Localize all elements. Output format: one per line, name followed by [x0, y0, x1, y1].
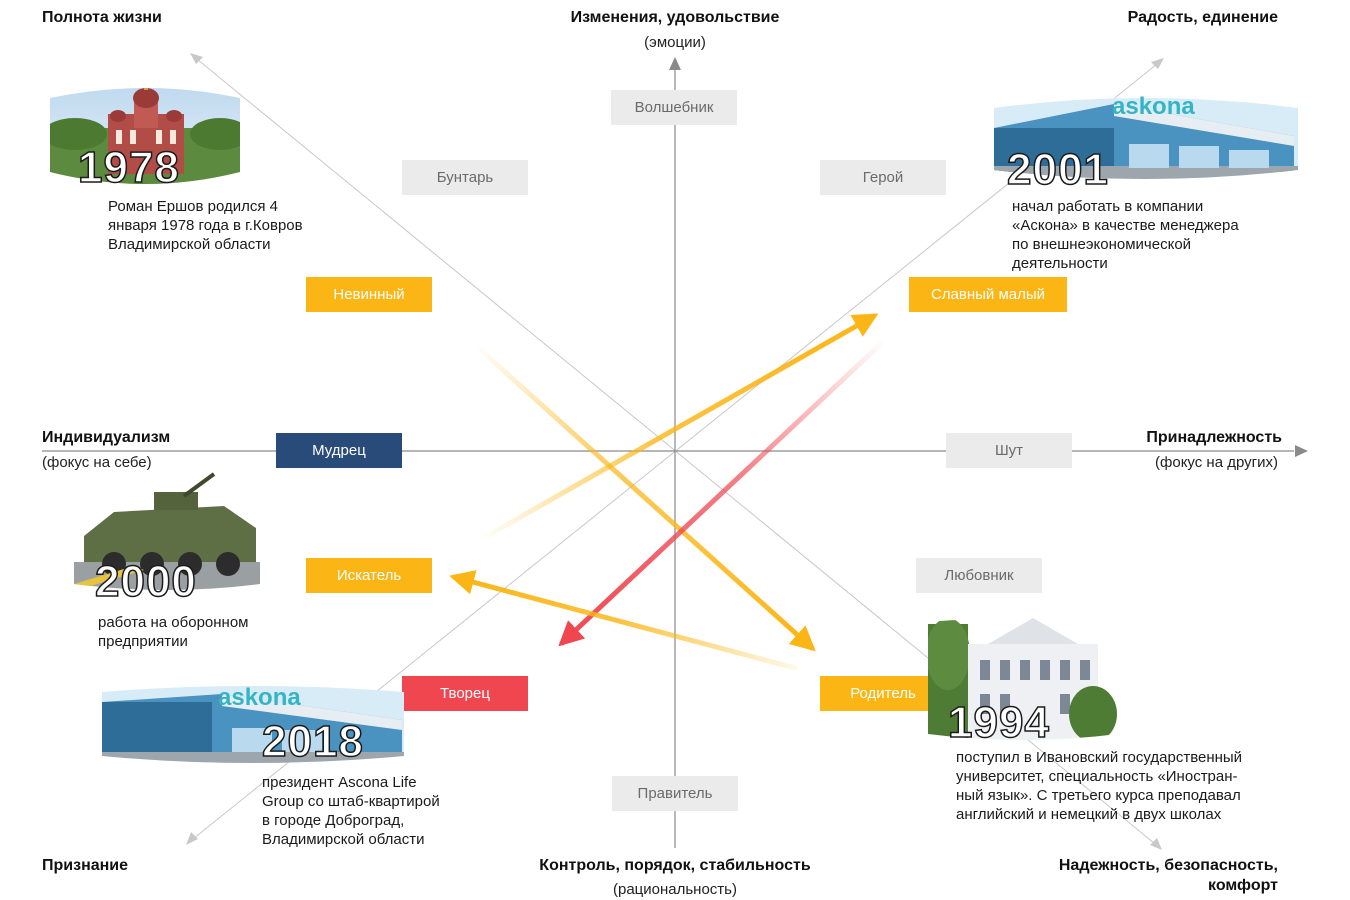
church-photo	[50, 88, 240, 184]
milestone-2001-text: начал работать в компании «Аскона» в кач…	[1012, 197, 1239, 273]
pole-bottom-center: Контроль, порядок, стабильность	[539, 857, 811, 874]
milestone-1994-line: поступил в Ивановский государственный	[956, 749, 1243, 766]
milestone-1978-line: Владимирской области	[108, 236, 271, 253]
year-2001: 2001	[1006, 144, 1109, 195]
milestone-2001-line: начал работать в компании	[1012, 198, 1204, 215]
arrow-innocent-to-caregiver	[472, 342, 816, 652]
year-2000: 2000	[94, 556, 197, 607]
horizontal-axis-arrowhead	[1295, 445, 1308, 457]
milestone-2018-line: Group со штаб-квартирой	[262, 793, 440, 810]
diagonal-arrowhead-bottom-left	[186, 832, 198, 845]
university-photo	[928, 618, 1118, 740]
archetype-regular-guy: Славный малый	[909, 277, 1067, 312]
pole-top-right: Радость, единение	[1127, 9, 1278, 26]
pole-bottom-center-sub: (рациональность)	[613, 881, 737, 898]
milestone-2000-line: предприятии	[98, 633, 188, 650]
askona-logo: askona	[1112, 93, 1195, 120]
arrow-explorer-to-regular-guy	[477, 313, 879, 543]
milestone-1978-text: Роман Ершов родился 4 января 1978 года в…	[108, 197, 303, 254]
milestone-2018-line: Владимирской области	[262, 831, 425, 848]
pole-right: Принадлежность	[1146, 429, 1282, 446]
askona-hq-photo	[102, 686, 404, 763]
milestone-2018-text: президент Ascona Life Group со штаб-квар…	[262, 773, 440, 849]
pole-left: Индивидуализм	[42, 429, 171, 446]
archetype-lover: Любовник	[916, 558, 1042, 593]
askona-building-photo	[994, 98, 1298, 179]
archetype-creator: Творец	[402, 676, 528, 711]
milestone-1994-line: ный язык». С третьего курса преподавал	[956, 787, 1241, 804]
pole-left-sub: (фокус на себе)	[42, 454, 152, 471]
arrow-caregiver-to-explorer	[449, 570, 798, 671]
milestone-1994-text: поступил в Ивановский государственный ун…	[956, 748, 1242, 824]
pole-bottom-right: Надежность, безопасность, комфорт	[1059, 857, 1278, 895]
archetype-rebel: Бунтарь	[402, 160, 528, 195]
milestone-1978-line: Роман Ершов родился 4	[108, 198, 279, 215]
askona-logo-2018: askona	[218, 684, 301, 711]
year-1978: 1978	[77, 142, 180, 193]
archetype-jester: Шут	[946, 433, 1072, 468]
pole-top-left: Полнота жизни	[42, 9, 162, 26]
archetype-explorer: Искатель	[306, 558, 432, 593]
milestone-2001-line: по внешнеэкономической	[1012, 236, 1192, 253]
diagonal-arrowhead-bottom-right	[1150, 838, 1162, 850]
diagonal-arrowhead-top-right	[1151, 58, 1164, 69]
diagonal-arrowhead-top-left	[190, 53, 203, 64]
archetype-innocent: Невинный	[306, 277, 432, 312]
pole-top-center: Изменения, удовольствие	[570, 9, 780, 26]
milestone-2018-line: в городе Доброград,	[262, 812, 405, 829]
vertical-axis-arrowhead	[669, 57, 681, 70]
pole-top-center-sub: (эмоции)	[644, 34, 706, 51]
pole-bottom-left: Признание	[42, 857, 129, 874]
milestone-2000-text: работа на оборонном предприятии	[98, 613, 248, 651]
milestone-1978-line: января 1978 года в г.Ковров	[108, 217, 303, 234]
archetype-magician: Волшебник	[611, 90, 737, 125]
pole-right-sub: (фокус на других)	[1155, 454, 1278, 471]
year-1994: 1994	[947, 697, 1050, 748]
archetype-hero: Герой	[820, 160, 946, 195]
milestone-2000-line: работа на оборонном	[98, 614, 249, 631]
archetype-ruler: Правитель	[612, 776, 738, 811]
milestone-2001-line: «Аскона» в качестве менеджера	[1012, 217, 1239, 234]
milestone-1994-line: английский и немецкий в двух школах	[956, 806, 1222, 823]
pole-bottom-right-line2: комфорт	[1208, 877, 1278, 894]
year-2018: 2018	[261, 716, 364, 767]
milestone-1994-line: университет, специальность «Иностран-	[956, 768, 1238, 785]
milestone-2001-line: деятельности	[1012, 255, 1108, 272]
archetype-caregiver: Родитель	[820, 676, 946, 711]
milestone-2018-line: президент Ascona Life	[262, 774, 417, 791]
armored-vehicle-photo	[74, 471, 260, 590]
arrow-regular-guy-to-creator	[558, 337, 888, 647]
archetype-sage: Мудрец	[276, 433, 402, 468]
pole-bottom-right-line1: Надежность, безопасность,	[1058, 857, 1278, 874]
